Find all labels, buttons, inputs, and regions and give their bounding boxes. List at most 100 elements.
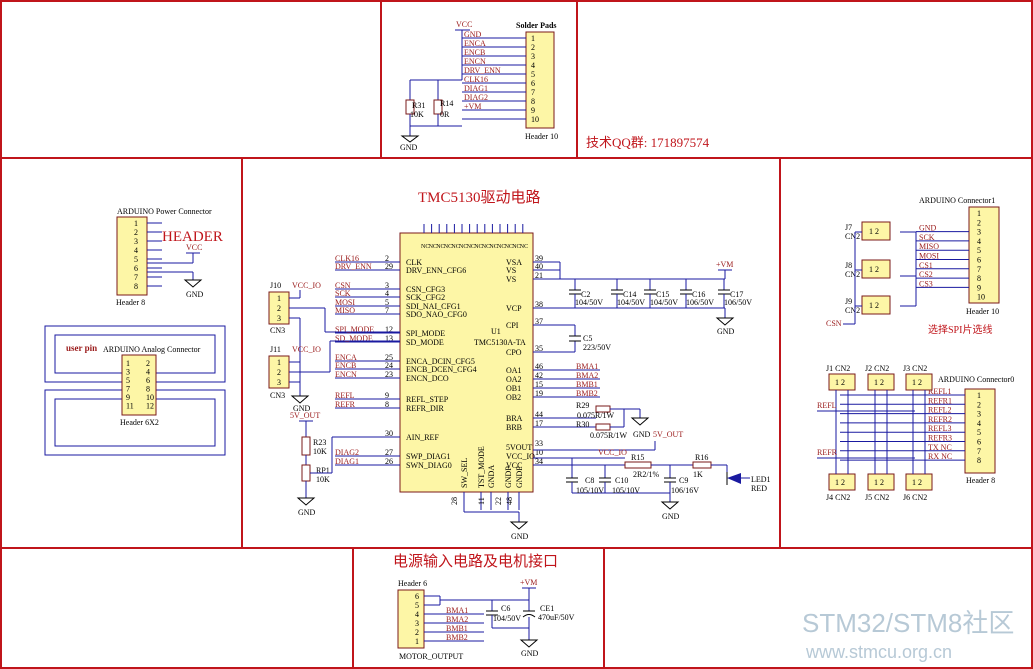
r14-label: R14 [440, 99, 453, 108]
conn1-net: CS2 [919, 270, 933, 279]
chip-left-pin-number: 4 [385, 289, 389, 298]
motor-gnd: GND [521, 649, 539, 658]
chip-right-pin-name: OB2 [506, 393, 521, 402]
chip-left-pin-number: 2 [385, 254, 389, 263]
chip-bottom-pin-number: 28 [450, 497, 459, 505]
arduino-analog-title: ARDUINO Analog Connector [103, 345, 201, 354]
solder-pin: 7 [531, 88, 535, 97]
chip-right-net: BMA1 [576, 362, 598, 371]
chip-right-pin-name: OB1 [506, 384, 521, 393]
conn0-refl: REFL [817, 401, 837, 410]
r23-value: 10K [313, 447, 327, 456]
led-label: LED1 [751, 475, 771, 484]
r14-value: 0R [440, 110, 450, 119]
solder-net-label: +VM [464, 102, 481, 111]
conn0-bot-jumper-pins: 1 2 [874, 478, 884, 487]
conn0-pin: 1 [977, 391, 981, 400]
chip-bottom-pin-number: 22 [494, 497, 503, 505]
fivev-label: 5V_OUT [653, 430, 683, 439]
watermark-url: www.stmcu.org.cn [805, 642, 952, 662]
conn1-title: ARDUINO Connector1 [919, 196, 995, 205]
vm-top: +VM [716, 260, 733, 269]
c10-value: 105/10V [612, 486, 640, 495]
chip-left-net: SPI_MODE [335, 325, 374, 334]
motor-net: BMA2 [446, 615, 468, 624]
chip-right-pin-number: 10 [535, 448, 543, 457]
chip-left-net: REFR [335, 400, 356, 409]
j-gnd: GND [293, 404, 311, 413]
chip-left-pin-name: SPI_MODE [406, 329, 445, 338]
conn1-pin: 3 [977, 228, 981, 237]
conn1-pin: 5 [977, 246, 981, 255]
conn1-jumper-type: CN2 [845, 270, 860, 279]
chip-left-pin-number: 26 [385, 457, 393, 466]
chip-bottom-pin-name: GNDA [487, 465, 496, 488]
arduino-connector0-section: ARDUINO Connector0 1REFL12REFR13REFL24RE… [817, 364, 1014, 502]
conn1-pin: 2 [977, 218, 981, 227]
cap-value: 104/50V [650, 298, 678, 307]
vio-gnd: GND [662, 512, 680, 521]
solder-pin: 3 [531, 52, 535, 61]
solder-pin: 5 [531, 70, 535, 79]
chip-left-pin-name: ENCB_DCEN_CFG4 [406, 365, 477, 374]
conn1-pin: 7 [977, 265, 981, 274]
chip-left-net: ENCA [335, 353, 357, 362]
conn0-pin: 6 [977, 438, 981, 447]
solder-net-label: DIAG2 [464, 93, 488, 102]
cap-label: C14 [623, 290, 636, 299]
chip-top-nc: NC [512, 244, 520, 250]
r23-label: R23 [313, 438, 326, 447]
analog-pin-right: 8 [146, 385, 150, 394]
chip-right-pin-number: 19 [535, 389, 543, 398]
analog-pin-left: 3 [126, 368, 130, 377]
chip-top-nc: NC [451, 244, 459, 250]
j11-label: J11 [270, 345, 281, 354]
conn1-jumper [861, 295, 891, 315]
chip-left-pin-number: 3 [385, 281, 389, 290]
conn0-net: REFL2 [928, 406, 952, 415]
conn1-net: SCK [919, 233, 935, 242]
chip-left-net: REFL [335, 391, 355, 400]
conn0-net: REFL1 [928, 387, 952, 396]
chip-right-pin-number: 38 [535, 300, 543, 309]
chip-left-pin-number: 5 [385, 298, 389, 307]
j11-cn: CN3 [270, 391, 285, 400]
chip-right-pin-name: BRA [506, 414, 523, 423]
r31-value: 10K [410, 110, 424, 119]
cap-value: 106/50V [686, 298, 714, 307]
conn0-pin: 8 [977, 456, 981, 465]
chip-left-pin-number: 23 [385, 370, 393, 379]
chip-top-nc: NC [505, 244, 513, 250]
conn0-title: ARDUINO Connector0 [938, 375, 1014, 384]
r29-value: 0.075R/1W [577, 411, 615, 420]
chip-left-net: CSN [335, 281, 351, 290]
conn0-net: REFR1 [928, 396, 952, 405]
r16-label: R16 [695, 453, 708, 462]
ce1-label: CE1 [540, 604, 554, 613]
power-title: 电源输入电路及电机接口 [393, 553, 558, 570]
motor-pin: 5 [415, 601, 419, 610]
conn0-top-jumper [905, 373, 933, 391]
chip-top-nc: NC [467, 244, 475, 250]
conn0-top-jumper-pins: 1 2 [835, 378, 845, 387]
chip-left-pin-name: SDI_NAI_CFG1 [406, 302, 461, 311]
watermark-title: STM32/STM8社区 [802, 608, 1014, 638]
chip-ref: U1 [491, 327, 501, 336]
conn0-pin: 2 [977, 400, 981, 409]
chip-right-pin-name: VS [506, 275, 516, 284]
chip-right-pin-number: 35 [535, 344, 543, 353]
power-pin: 6 [134, 264, 138, 273]
power-pin: 8 [134, 282, 138, 291]
conn0-bot-jumper [905, 473, 933, 491]
chip-left-pin-name: SCK_CFG2 [406, 293, 445, 302]
chip-left-net: SD_MODE [335, 334, 373, 343]
chip-right-pin-name: OA1 [506, 366, 522, 375]
chip-right-pin-name: VCP [506, 304, 522, 313]
j10-cn: CN3 [270, 326, 285, 335]
chip-gnd: GND [511, 532, 529, 541]
chip-left-pin-name: AIN_REF [406, 433, 439, 442]
cap-label: C15 [656, 290, 669, 299]
